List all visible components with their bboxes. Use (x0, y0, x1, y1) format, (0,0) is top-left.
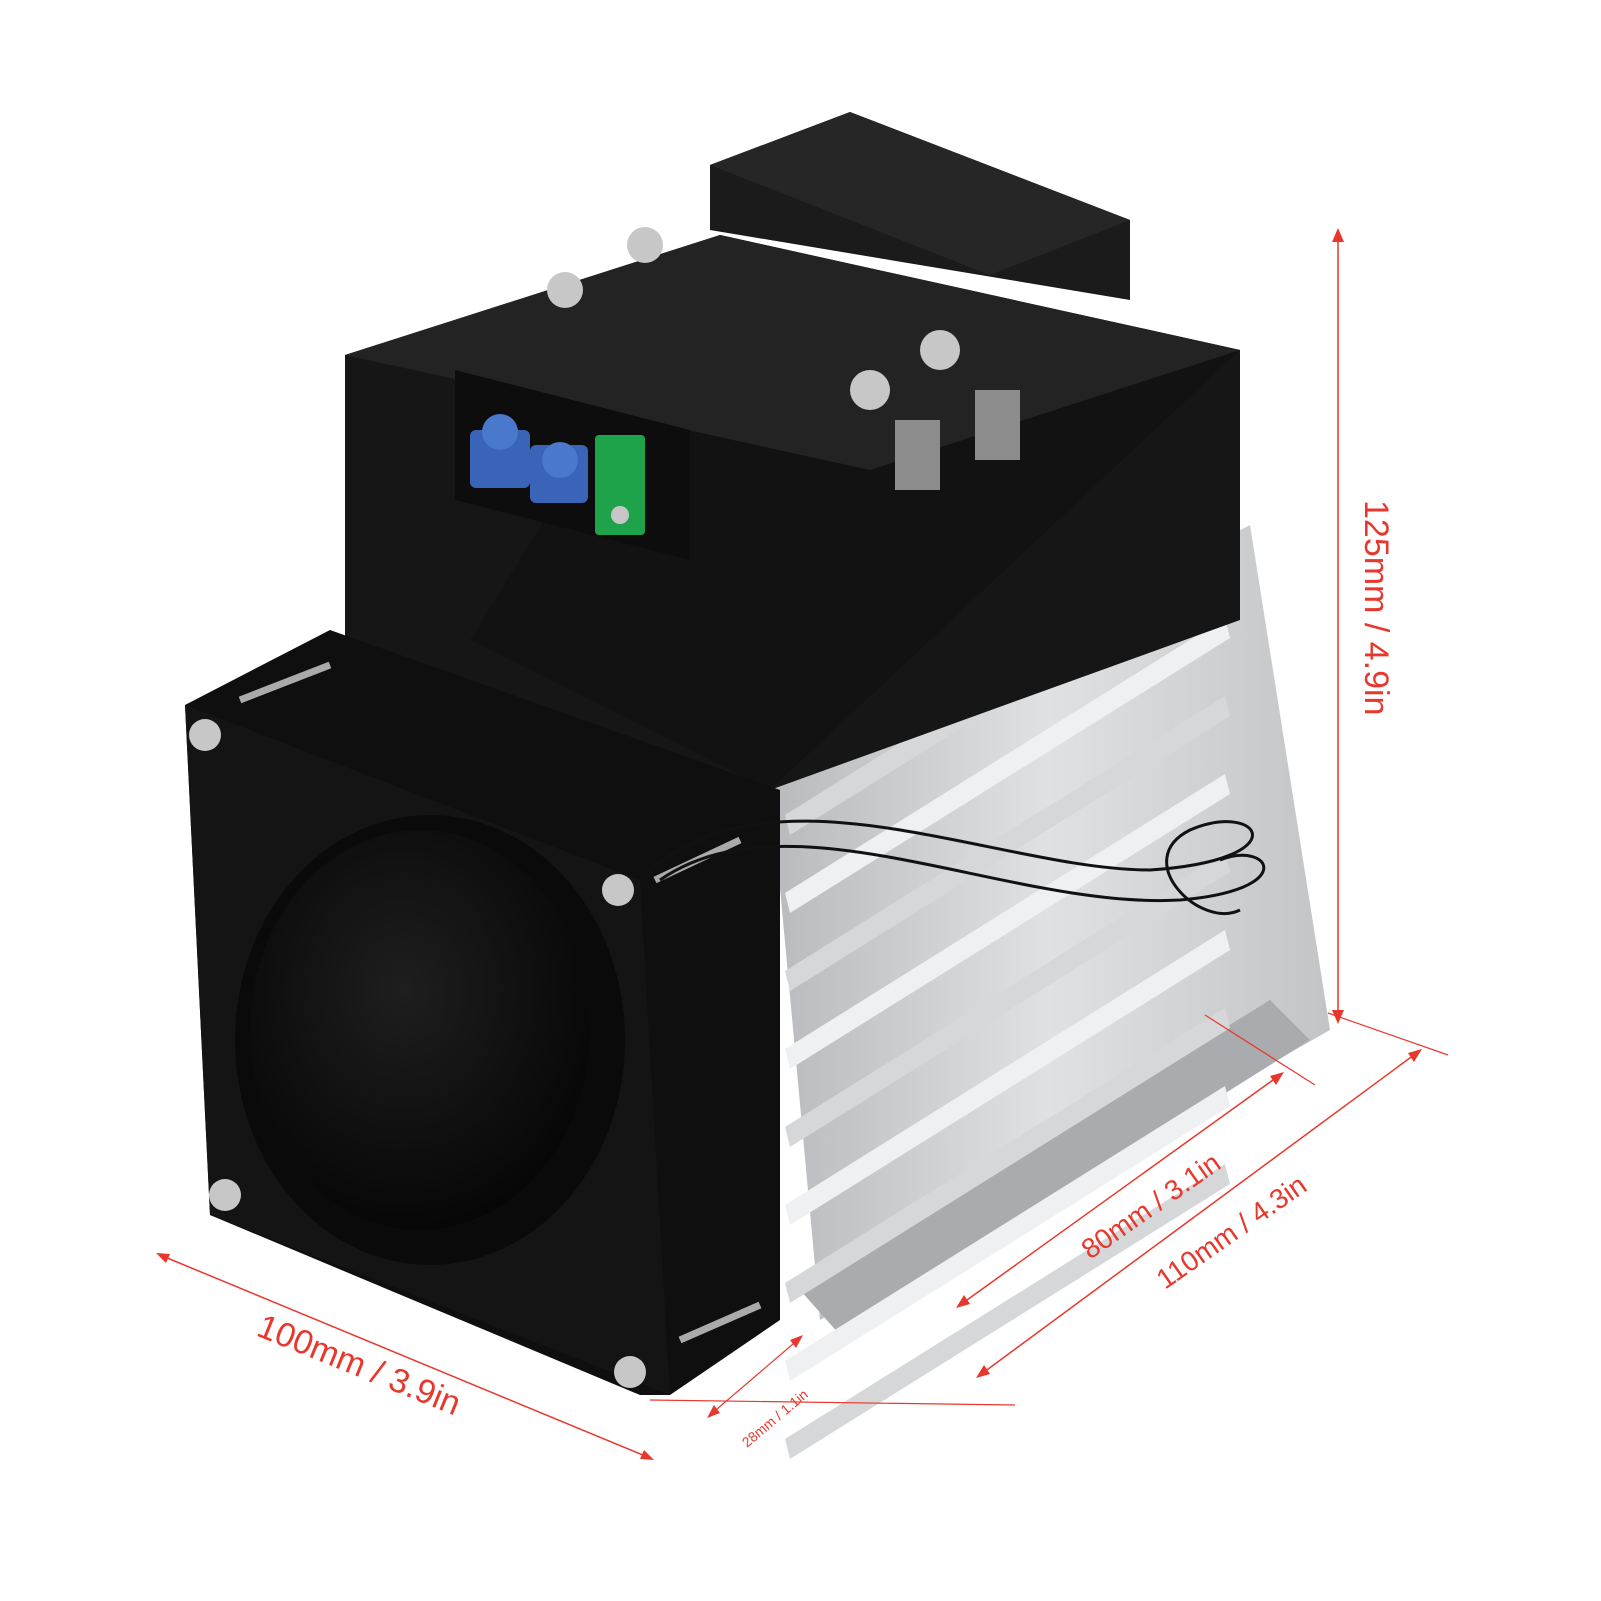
screw-icon (850, 370, 890, 410)
fan-wires (649, 819, 1254, 916)
heatsink-fin (785, 1086, 1230, 1381)
screw-terminals (547, 227, 1020, 490)
potentiometer-icon (470, 414, 530, 488)
heatsink-fin (785, 618, 1230, 913)
heatsink-fin (785, 852, 1230, 1147)
depth-80-dimension-line (959, 1074, 1281, 1306)
screw-icon (614, 1356, 646, 1388)
screw-icon (209, 1179, 241, 1211)
screw-icon (602, 874, 634, 906)
screw-icon (920, 330, 960, 370)
fan-icon (185, 630, 780, 1395)
fan-hub (250, 830, 590, 1230)
width-dimension-line (159, 1254, 651, 1459)
screw-icon (627, 227, 663, 263)
heatsink-fin (785, 774, 1230, 1069)
dimension-lines (156, 228, 1449, 1460)
heatsink-fins (785, 540, 1230, 1459)
depth-110-dimension-line (979, 1051, 1419, 1376)
heatsink (770, 525, 1330, 1459)
heatsink-fin (785, 1164, 1230, 1459)
potentiometer-icon (530, 442, 588, 503)
heatsink-fin (785, 696, 1230, 991)
screw-icon (189, 719, 221, 751)
heatsink-base (800, 1000, 1310, 1335)
heatsink-fin (785, 1008, 1230, 1303)
height-dimension-label: 125mm / 4.9in (1357, 500, 1395, 715)
heatsink-fin (785, 930, 1230, 1225)
width-dimension-label: 100mm / 3.9in (252, 1307, 466, 1423)
screw-icon (547, 272, 583, 308)
fan-thickness-dimension-line (709, 1337, 801, 1416)
terminal-block-icon (595, 435, 645, 535)
